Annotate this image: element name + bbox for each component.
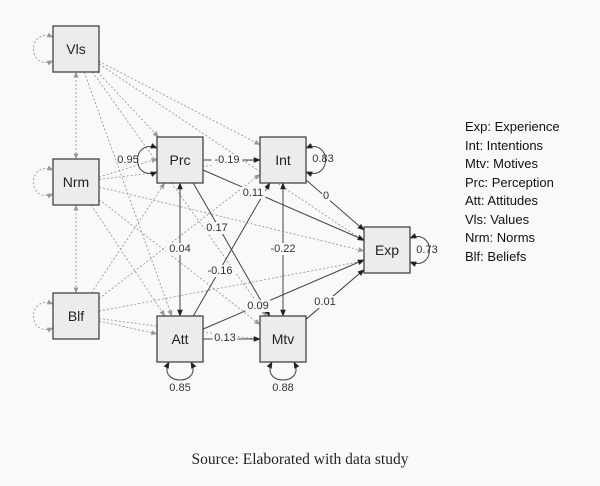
variance-loop-int <box>305 143 326 177</box>
node-box <box>156 315 204 363</box>
edge-label-bg <box>245 300 271 312</box>
node-blf: Blf <box>52 292 100 340</box>
node-nrm: Nrm <box>52 158 100 206</box>
variance-loop-prc <box>137 143 158 177</box>
variances-layer <box>33 32 430 381</box>
paths-layer <box>73 71 365 342</box>
legend-item: Prc: Perception <box>465 174 554 190</box>
exogenous-path-nrm-exp <box>98 186 365 253</box>
node-label: Vls <box>66 41 85 57</box>
node-exp: Exp <box>363 226 411 274</box>
variance-loop-nrm <box>33 165 54 199</box>
variance-loop-mtv <box>266 361 300 381</box>
covariance-value-prc-att: 0.04 <box>169 243 190 255</box>
legend-item: Mtv: Motives <box>465 156 538 171</box>
node-label: Prc <box>170 152 191 168</box>
edge-label-bg <box>269 243 297 255</box>
exogenous-path-vls-int <box>98 60 261 146</box>
path-mtv-exp <box>305 269 365 320</box>
edge-label-bg <box>322 190 330 202</box>
node-label: Mtv <box>272 331 295 347</box>
node-box <box>52 25 100 73</box>
node-label: Blf <box>68 308 84 324</box>
path-coefficient-prc-mtv: 0.17 <box>206 222 227 234</box>
path-coefficient-prc-int: -0.19 <box>214 154 239 166</box>
variance-value-exp: 0.73 <box>416 244 437 256</box>
edge-label-bg <box>204 222 230 234</box>
node-label: Nrm <box>63 174 89 190</box>
figure-caption: Source: Elaborated with data study <box>191 451 409 468</box>
legend-item: Vls: Values <box>465 211 530 227</box>
legend-item: Att: Attitudes <box>465 193 538 208</box>
edge-label-bg <box>212 332 238 344</box>
legend-item: Blf: Beliefs <box>465 248 527 264</box>
node-label: Int <box>275 152 291 168</box>
node-vls: Vls <box>52 25 100 73</box>
path-coefficient-mtv-exp: 0.01 <box>314 296 335 308</box>
variance-loop-att <box>163 361 197 381</box>
variance-loop-exp <box>409 233 430 267</box>
path-coefficient-att-exp: 0.09 <box>247 300 268 312</box>
exogenous-path-vls-exp <box>98 63 365 242</box>
path-int-exp <box>305 179 365 231</box>
legend-item: Int: Intentions <box>465 137 544 153</box>
node-box <box>156 136 204 184</box>
path-coefficient-int-exp: 0 <box>323 190 329 202</box>
variance-value-prc: 0.95 <box>117 154 138 166</box>
node-box <box>259 136 307 184</box>
exogenous-path-vls-prc <box>97 71 159 138</box>
path-coefficient-att-int: -0.16 <box>207 265 232 277</box>
node-box <box>259 315 307 363</box>
path-coefficient-att-mtv: 0.13 <box>214 332 235 344</box>
exogenous-path-blf-att <box>98 320 158 336</box>
node-box <box>363 226 411 274</box>
variance-value-int: 0.83 <box>312 153 333 165</box>
variance-loop-vls <box>33 32 54 66</box>
node-prc: Prc <box>156 136 204 184</box>
node-box <box>52 158 100 206</box>
edge-label-bg <box>240 187 266 199</box>
edge-label-bg <box>204 265 236 277</box>
covariance-value-int-mtv: -0.22 <box>270 243 295 255</box>
node-label: Exp <box>375 242 399 258</box>
path-att-int <box>192 182 271 317</box>
path-coefficient-prc-exp: 0.11 <box>243 187 264 199</box>
variance-value-mtv: 0.88 <box>272 382 293 394</box>
variance-loop-blf <box>33 299 54 333</box>
variance-value-att: 0.85 <box>169 382 190 394</box>
legend-item: Exp: Experience <box>465 119 560 134</box>
node-mtv: Mtv <box>259 315 307 363</box>
node-att: Att <box>156 315 204 363</box>
edge-label-bg <box>211 154 243 166</box>
legend-item: Nrm: Norms <box>465 230 536 245</box>
exogenous-path-blf-exp <box>98 259 365 312</box>
node-box <box>52 292 100 340</box>
edge-label-bg <box>166 243 194 255</box>
node-int: Int <box>259 136 307 184</box>
node-label: Att <box>171 331 188 347</box>
edge-labels-layer: -0.19 0.11 0.17 -0.16 0.13 0.09 0 0.01 0.04 -0.22… <box>117 153 437 394</box>
legend: Exp: Experience Int: Intentions Mtv: Mot… <box>465 118 560 266</box>
edge-label-bg <box>312 296 338 308</box>
